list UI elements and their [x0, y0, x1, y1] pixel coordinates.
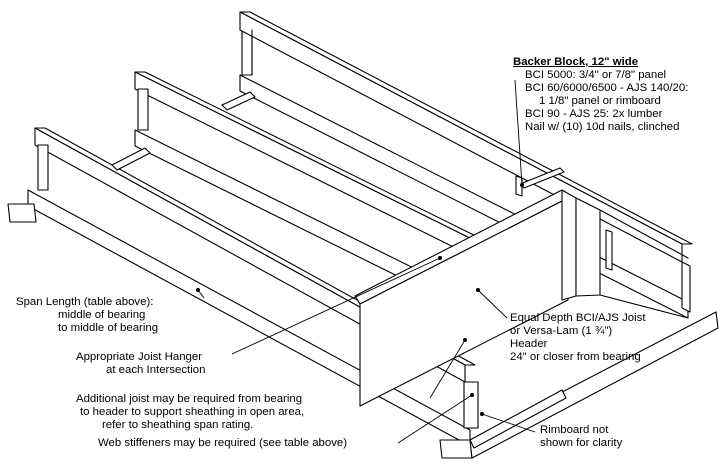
- additional-joist-line-1: Additional joist may be required from be…: [76, 393, 303, 405]
- span-length-line-1: Span Length (table above):: [16, 296, 154, 308]
- joist-hanger-callout: Appropriate Joist Hanger at each Interse…: [76, 351, 205, 377]
- equal-depth-line-1: Equal Depth BCI/AJS Joist: [510, 312, 646, 324]
- rimboard-line-2: shown for clarity: [540, 437, 623, 449]
- joist-hanger: [561, 189, 691, 319]
- backer-block-line-5: Nail w/ (10) 10d nails, clinched: [525, 121, 680, 133]
- backer-block-line-2: BCI 60/6000/6500 - AJS 140/20:: [525, 82, 689, 94]
- backer-block-title: Backer Block, 12" wide: [513, 56, 639, 68]
- equal-depth-line-3: Header: [510, 338, 548, 350]
- rimboard-line-1: Rimboard not: [540, 424, 609, 436]
- additional-joist-line-2: to header to support sheathing in open a…: [80, 406, 305, 418]
- web-stiffeners: [463, 175, 523, 429]
- leader-dots: [196, 183, 524, 416]
- joist-hanger-line-1: Appropriate Joist Hanger: [76, 351, 202, 363]
- span-length-callout: Span Length (table above): middle of bea…: [16, 296, 158, 335]
- span-length-line-3: to middle of bearing: [58, 322, 159, 334]
- backer-block-line-4: BCI 90 - AJS 25: 2x lumber: [525, 108, 663, 120]
- backer-block-line-1: BCI 5000: 3/4" or 7/8" panel: [525, 69, 667, 81]
- backer-block-line-3: 1 1/8" panel or rimboard: [539, 95, 661, 107]
- rimboard-callout: Rimboard not shown for clarity: [540, 424, 622, 450]
- equal-depth-line-4: 24" or closer from bearing: [510, 351, 641, 363]
- span-length-line-2: middle of bearing: [58, 309, 146, 321]
- bearing-plates: [7, 203, 719, 459]
- header-beam: [354, 189, 569, 449]
- backer-block-callout: Backer Block, 12" wide BCI 5000: 3/4" or…: [513, 56, 688, 134]
- joist-hanger-line-2: at each Intersection: [106, 364, 206, 376]
- web-stiffeners-callout: Web stiffeners may be required (see tabl…: [98, 437, 348, 449]
- equal-depth-callout: Equal Depth BCI/AJS Joist or Versa-Lam (…: [510, 312, 646, 364]
- leader-lines: [197, 79, 536, 444]
- blocking: [111, 91, 565, 189]
- additional-joist-line-3: refer to sheathing span rating.: [102, 419, 254, 431]
- equal-depth-line-2: or Versa-Lam (1 ¾"): [510, 325, 613, 337]
- additional-joist-callout: Additional joist may be required from be…: [76, 393, 304, 432]
